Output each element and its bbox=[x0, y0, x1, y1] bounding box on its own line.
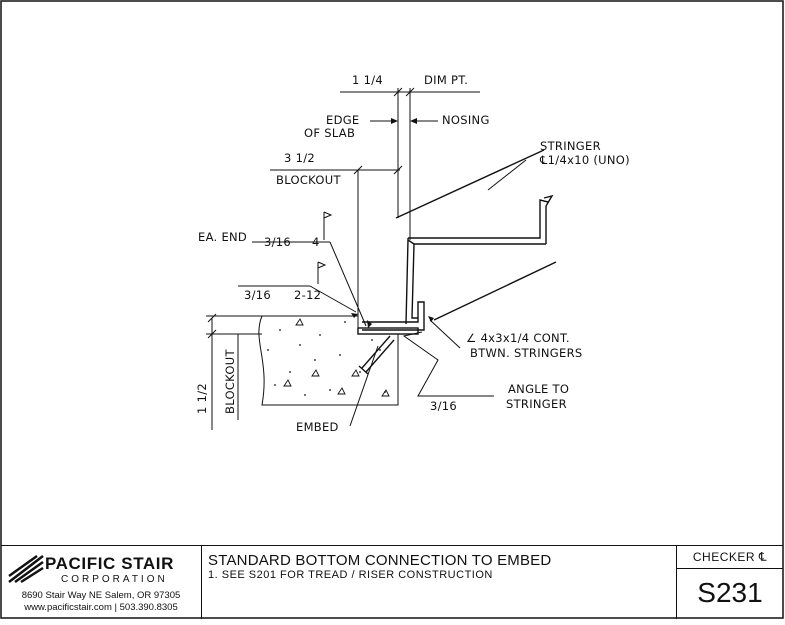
detail-note: 1. SEE S201 FOR TREAD / RISER CONSTRUCTI… bbox=[208, 569, 493, 581]
concrete-triangles bbox=[283, 318, 390, 397]
weld-2-12-label: 2-12 bbox=[294, 288, 321, 302]
dim-1-1-4-label: 1 1/4 bbox=[352, 73, 383, 87]
weld-angle-label: 3/16 bbox=[430, 399, 457, 413]
stringer-label-2: ℄1/4x10 (UNO) bbox=[539, 153, 630, 167]
checker-label: CHECKER ℄ bbox=[677, 546, 783, 569]
stringer-label-1: STRINGER bbox=[540, 139, 601, 153]
angle-to-label-2: STRINGER bbox=[506, 397, 567, 411]
company-name: PACIFIC STAIR bbox=[45, 554, 174, 573]
corporation-label: CORPORATION bbox=[61, 574, 168, 585]
concrete-speckle bbox=[267, 321, 386, 396]
ea-end-label: EA. END bbox=[198, 230, 247, 244]
company-contact: www.pacificstair.com | 503.390.8305 bbox=[24, 602, 178, 613]
dimension-lines bbox=[206, 87, 480, 430]
blockout-side-label: BLOCKOUT bbox=[223, 349, 237, 414]
concrete-slab bbox=[258, 169, 400, 406]
pacific-stair-logo-icon bbox=[8, 554, 44, 584]
angle-to-label-1: ANGLE TO bbox=[508, 382, 569, 396]
angle-4x3 bbox=[362, 301, 425, 331]
weld-3-16-label: 3/16 bbox=[264, 235, 291, 249]
sheet-number: S231 bbox=[697, 577, 763, 608]
arrowheads bbox=[351, 118, 434, 328]
nosing-label: NOSING bbox=[442, 113, 490, 127]
stringer bbox=[395, 149, 557, 325]
dim-pt-label: DIM PT. bbox=[424, 73, 468, 87]
company-address: 8690 Stair Way NE Salem, OR 97305 bbox=[21, 590, 181, 601]
embed-label: EMBED bbox=[296, 420, 339, 434]
sheet-cell: CHECKER ℄ S231 bbox=[677, 546, 783, 619]
dim-3-1-2-label: 3 1/2 bbox=[284, 151, 315, 165]
leader-lines bbox=[309, 120, 527, 427]
angle-label-2: BTWN. STRINGERS bbox=[470, 346, 582, 360]
dim-1-1-2-label: 1 1/2 bbox=[195, 383, 209, 414]
angle-label-1: ∠ 4x3x1/4 CONT. bbox=[466, 331, 570, 345]
weld-4-label: 4 bbox=[312, 235, 320, 249]
edge-of-slab-label-2: OF SLAB bbox=[304, 126, 355, 140]
blockout-top-label: BLOCKOUT bbox=[276, 173, 341, 187]
weld-3-16-b-label: 3/16 bbox=[244, 288, 271, 302]
detail-title: STANDARD BOTTOM CONNECTION TO EMBED bbox=[208, 552, 552, 569]
title-cell: STANDARD BOTTOM CONNECTION TO EMBED 1. S… bbox=[202, 546, 677, 619]
edge-of-slab-label-1: EDGE bbox=[326, 113, 360, 127]
title-block: PACIFIC STAIR CORPORATION 8690 Stair Way… bbox=[1, 545, 783, 619]
logo-cell: PACIFIC STAIR CORPORATION 8690 Stair Way… bbox=[1, 546, 202, 619]
